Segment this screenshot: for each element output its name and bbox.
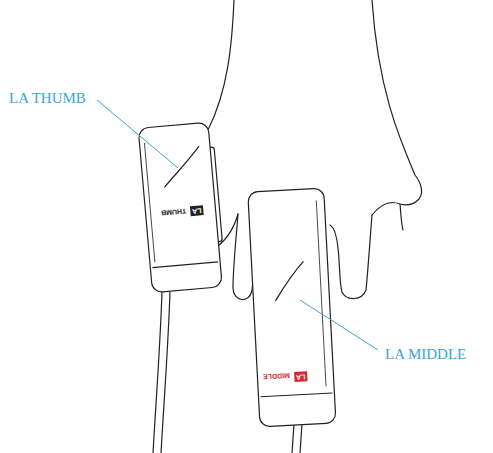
cable	[292, 424, 294, 453]
cable	[153, 292, 162, 453]
ring-finger	[330, 215, 372, 299]
brand-badge: LA	[190, 205, 204, 216]
little-finger	[400, 204, 403, 230]
sensor-body	[248, 188, 336, 427]
sensor-edge	[144, 143, 154, 263]
sensor-swoosh	[274, 261, 306, 301]
brand-badge: LA	[294, 372, 308, 382]
sensor-edge	[316, 201, 326, 387]
leader-line	[97, 100, 178, 168]
sensor-body	[138, 122, 222, 292]
leader-lines	[97, 100, 378, 350]
arm-edge	[208, 0, 234, 130]
middle-sensor	[248, 188, 336, 427]
callout-label: LA THUMB	[8, 90, 87, 107]
sensor-marking: MIDDLE	[262, 370, 291, 381]
leader-line	[300, 300, 378, 350]
hand-edge	[372, 0, 422, 215]
cable	[300, 424, 302, 453]
sensor-base	[260, 393, 332, 397]
callout-label: LA MIDDLE	[384, 346, 467, 363]
sensor-swoosh	[161, 146, 202, 187]
cable	[161, 292, 170, 453]
thumb-sensor	[138, 122, 226, 293]
sensor-base	[152, 262, 218, 268]
